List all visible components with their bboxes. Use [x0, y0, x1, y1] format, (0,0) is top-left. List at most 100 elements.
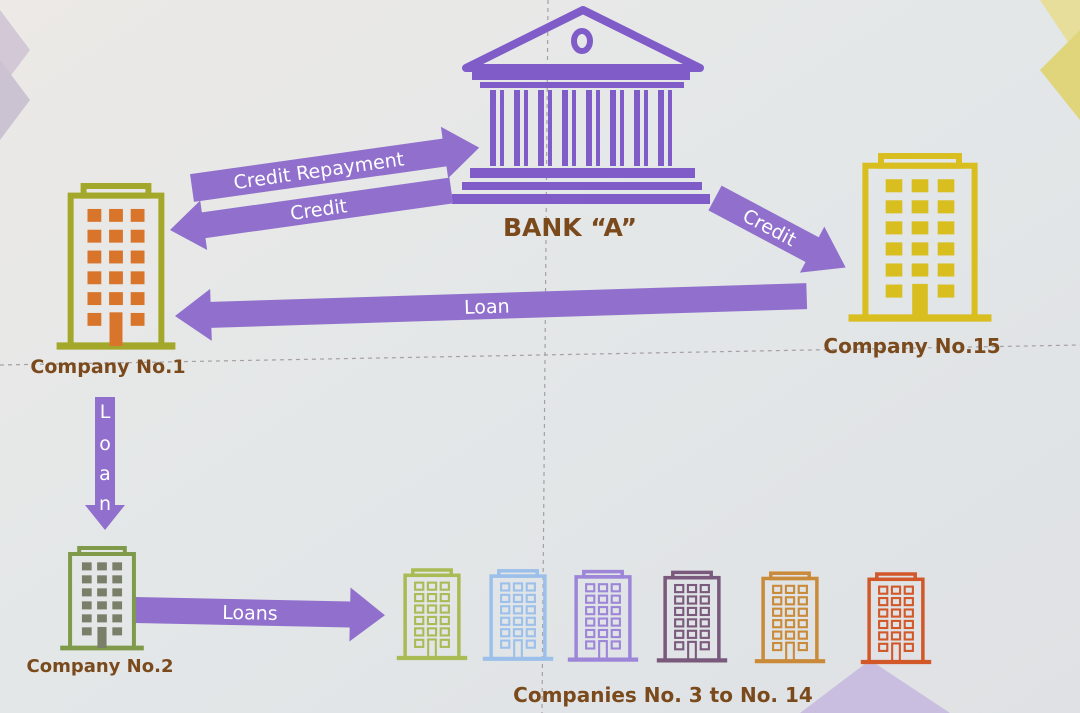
window — [414, 615, 425, 626]
window — [81, 575, 92, 584]
corner-decoration — [0, 60, 30, 140]
window — [439, 593, 450, 603]
window — [686, 595, 698, 605]
window — [903, 642, 914, 652]
bank-column — [586, 90, 592, 166]
window — [585, 606, 596, 616]
window — [109, 208, 123, 222]
window — [87, 229, 102, 243]
window — [674, 595, 685, 605]
window — [674, 629, 685, 639]
window — [81, 614, 92, 623]
window — [784, 584, 796, 594]
window — [937, 242, 955, 256]
window — [686, 583, 698, 594]
bank-column — [644, 90, 648, 166]
window — [97, 575, 107, 584]
window — [686, 618, 698, 628]
window — [597, 606, 609, 616]
window — [500, 628, 511, 638]
window — [512, 593, 524, 604]
window — [439, 638, 450, 648]
window — [890, 585, 902, 595]
bank-column — [620, 90, 624, 166]
loan-letter: a — [99, 463, 111, 485]
window — [890, 631, 902, 641]
window — [878, 608, 889, 618]
window — [414, 581, 425, 591]
window — [699, 629, 710, 639]
door — [912, 283, 928, 318]
bank-column — [668, 90, 672, 166]
window — [525, 639, 536, 649]
window — [878, 642, 889, 652]
window — [525, 593, 536, 604]
window — [525, 605, 536, 615]
bank-column — [610, 90, 616, 166]
bank-column — [514, 90, 520, 166]
window — [797, 584, 808, 594]
company2-building-icon — [60, 546, 144, 651]
window — [903, 619, 914, 630]
window — [500, 582, 511, 592]
window — [439, 627, 450, 637]
window — [890, 597, 902, 607]
window — [109, 292, 123, 306]
window — [512, 628, 524, 638]
window — [686, 606, 698, 617]
window — [87, 292, 102, 306]
window — [797, 630, 808, 640]
window — [784, 596, 796, 606]
company2-label: Company No.2 — [27, 656, 174, 677]
window — [903, 597, 914, 607]
window — [699, 618, 710, 628]
bank-column — [658, 90, 664, 166]
window — [674, 583, 685, 594]
window — [937, 179, 955, 193]
window — [911, 242, 929, 256]
window — [937, 221, 955, 235]
window — [885, 200, 903, 214]
window — [610, 583, 621, 593]
window — [81, 627, 92, 636]
bank-label: BANK “A” — [503, 213, 637, 242]
loan-letter: L — [100, 401, 111, 423]
window — [512, 582, 524, 592]
window — [426, 593, 438, 603]
window — [585, 640, 596, 650]
door — [598, 640, 608, 661]
loan-1-to-2-arrow: L o a n — [85, 397, 125, 530]
window — [130, 292, 145, 306]
window — [525, 628, 536, 638]
window — [797, 607, 808, 617]
window — [112, 575, 123, 584]
window — [903, 631, 914, 641]
window — [699, 595, 710, 605]
window — [525, 582, 536, 592]
window — [87, 271, 102, 285]
window — [610, 594, 621, 604]
window — [772, 630, 783, 640]
window — [911, 221, 929, 235]
window — [585, 583, 596, 593]
window — [797, 596, 808, 606]
window — [610, 606, 621, 616]
window — [890, 619, 902, 630]
window — [878, 585, 889, 595]
window — [112, 588, 123, 597]
window — [772, 641, 783, 652]
window — [439, 604, 450, 614]
window — [784, 630, 796, 640]
window — [130, 250, 145, 264]
window — [885, 284, 903, 298]
window — [585, 628, 596, 639]
window — [112, 601, 123, 610]
company15-label: Company No.15 — [823, 334, 1000, 358]
window — [130, 208, 145, 222]
window — [610, 640, 621, 650]
window — [112, 614, 123, 623]
door — [427, 638, 437, 660]
window — [885, 221, 903, 235]
window — [878, 619, 889, 630]
